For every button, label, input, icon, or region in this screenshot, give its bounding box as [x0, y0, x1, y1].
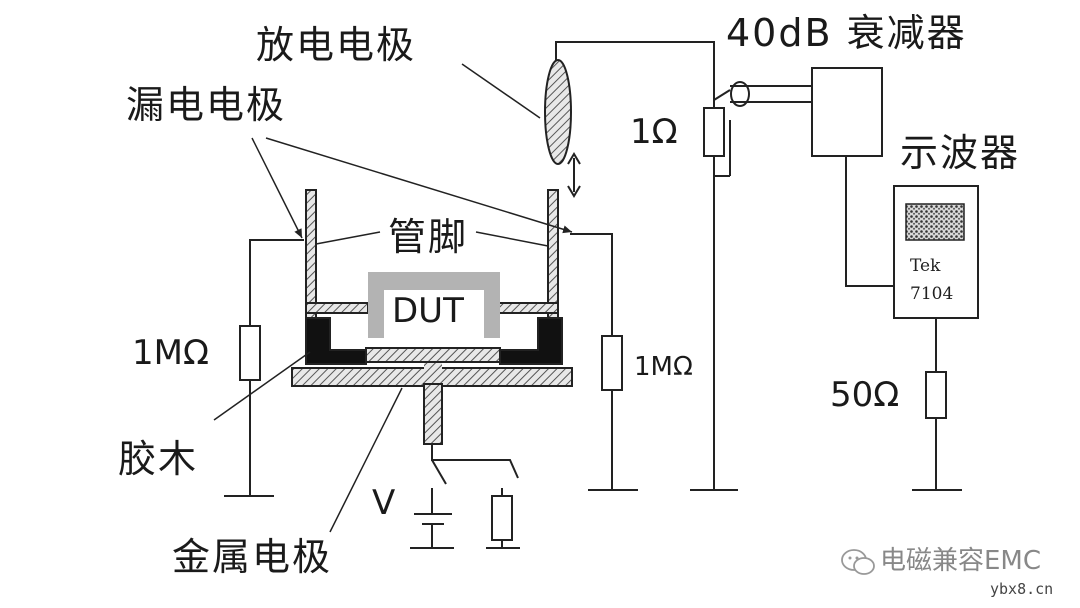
current-probe-ring [730, 81, 750, 107]
wiring [224, 41, 962, 549]
label-voltage: V [372, 483, 396, 523]
label-leakage-electrode: 漏电电极 [126, 83, 287, 127]
scope-screen [905, 203, 965, 241]
wechat-icon [841, 549, 875, 575]
attenuator-box [811, 67, 883, 157]
bakelite-right [499, 317, 563, 365]
label-scope-brand: Tek [910, 256, 941, 276]
label-dut: DUT [392, 291, 464, 331]
discharge-electrode [544, 59, 581, 198]
watermark: 电磁兼容EMC ybx8.cn [840, 546, 1070, 600]
label-scope-model: 7104 [910, 284, 954, 304]
label-bakelite: 胶木 [118, 437, 199, 481]
watermark-source: ybx8.cn [990, 580, 1054, 598]
resistor-1mohm-left [239, 325, 261, 381]
label-resistor-1mohm-left: 1MΩ [132, 333, 209, 373]
resistor-50ohm [925, 371, 947, 419]
metal-electrode-bar [365, 347, 501, 363]
leak-electrode-right-vertical [547, 189, 559, 319]
label-attenuator: 40dB 衰减器 [726, 11, 967, 55]
resistor-load [491, 495, 513, 541]
leak-electrode-left-vertical [305, 189, 317, 319]
resistors [239, 107, 947, 541]
resistor-1ohm [703, 107, 725, 157]
label-resistor-1ohm: 1Ω [630, 112, 678, 152]
fixture [291, 189, 573, 445]
leak-electrode-right-arm [495, 302, 559, 314]
bakelite-left [305, 317, 367, 365]
label-discharge-electrode: 放电电极 [256, 23, 417, 67]
label-resistor-1mohm-right: 1MΩ [634, 352, 693, 382]
dut-body [368, 272, 500, 338]
oscilloscope [893, 185, 979, 319]
watermark-text: 电磁兼容EMC [880, 546, 1042, 576]
leader-lines [213, 63, 573, 533]
metal-stem [423, 383, 443, 445]
label-resistor-50ohm: 50Ω [830, 375, 900, 415]
label-metal-electrode: 金属电极 [172, 535, 333, 579]
leak-electrode-left-arm [305, 302, 369, 314]
label-oscilloscope: 示波器 [900, 131, 1021, 175]
resistor-1mohm-right [601, 335, 623, 391]
label-pins: 管脚 [388, 215, 469, 259]
